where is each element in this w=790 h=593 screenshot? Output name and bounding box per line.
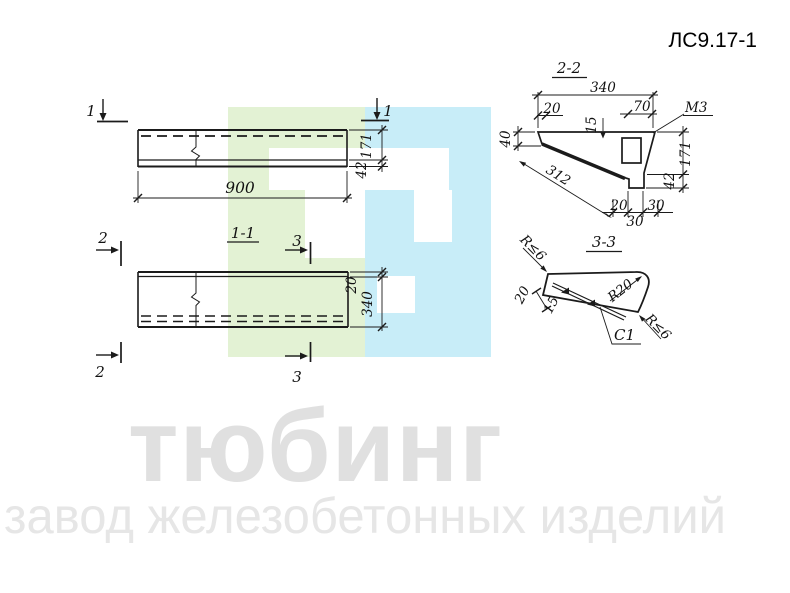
plan-view: 1 1 900 171 42 [86, 98, 393, 203]
watermark-cutout [269, 148, 449, 190]
section-marker-2-top: 2 [97, 229, 108, 247]
dim-40-s22: 40 [498, 130, 514, 149]
section-3-3-label: 3-3 [592, 233, 616, 251]
section-marker-1-right: 1 [383, 102, 393, 120]
watermark-cutout [305, 190, 365, 258]
dim-15-s22: 15 [584, 116, 600, 133]
section-2-2-label: 2-2 [556, 59, 581, 77]
brand-watermark: тюбинг [128, 388, 504, 503]
dim-20-top-s22: 20 [542, 101, 561, 117]
dim-340-view11: 340 [360, 291, 376, 317]
section-3-3: 3-3 R≤6 R20 R≤6 20 15 [511, 231, 675, 345]
dim-15-s33: 15 [540, 294, 562, 317]
dim-171-s22: 171 [678, 141, 694, 167]
radius-nose-label: R20 [604, 276, 637, 306]
dim-20-s33: 20 [511, 283, 534, 307]
radius-bottom-label: R≤6 [641, 310, 675, 344]
dim-42-s22: 42 [662, 172, 678, 190]
dim-20-view11: 20 [344, 276, 360, 295]
dim-171-plan: 171 [359, 133, 375, 159]
brand-subtitle-watermark: завод железобетонных изделий [4, 488, 726, 544]
section-marker-3-bottom: 3 [292, 368, 302, 386]
dim-70-s22: 70 [633, 99, 651, 115]
sheet-title: ЛС9.17-1 [669, 29, 758, 52]
dim-900: 900 [225, 179, 255, 197]
dim-30-center-s22: 30 [626, 214, 644, 230]
section-2-2: 2-2 M3 340 20 70 [498, 59, 713, 230]
section-marker-3-top: 3 [292, 232, 302, 250]
dim-30-right-s22: 30 [647, 198, 665, 214]
weld-label-c1: C1 [614, 326, 635, 344]
dim-340-s22: 340 [590, 80, 616, 96]
dim-20-bottom-s22: 20 [609, 198, 628, 214]
watermark-cutout [377, 276, 415, 313]
section-marker-2-bottom: 2 [94, 363, 105, 381]
dim-42-plan: 42 [354, 161, 370, 179]
section-marker-1-left: 1 [86, 102, 96, 120]
view-1-1-label: 1-1 [231, 224, 255, 242]
anchor-label-m3: M3 [684, 100, 707, 116]
radius-top-label: R≤6 [516, 231, 550, 265]
view-1-1: 1-1 2 2 3 [94, 224, 388, 386]
watermark-cutout [414, 190, 452, 242]
